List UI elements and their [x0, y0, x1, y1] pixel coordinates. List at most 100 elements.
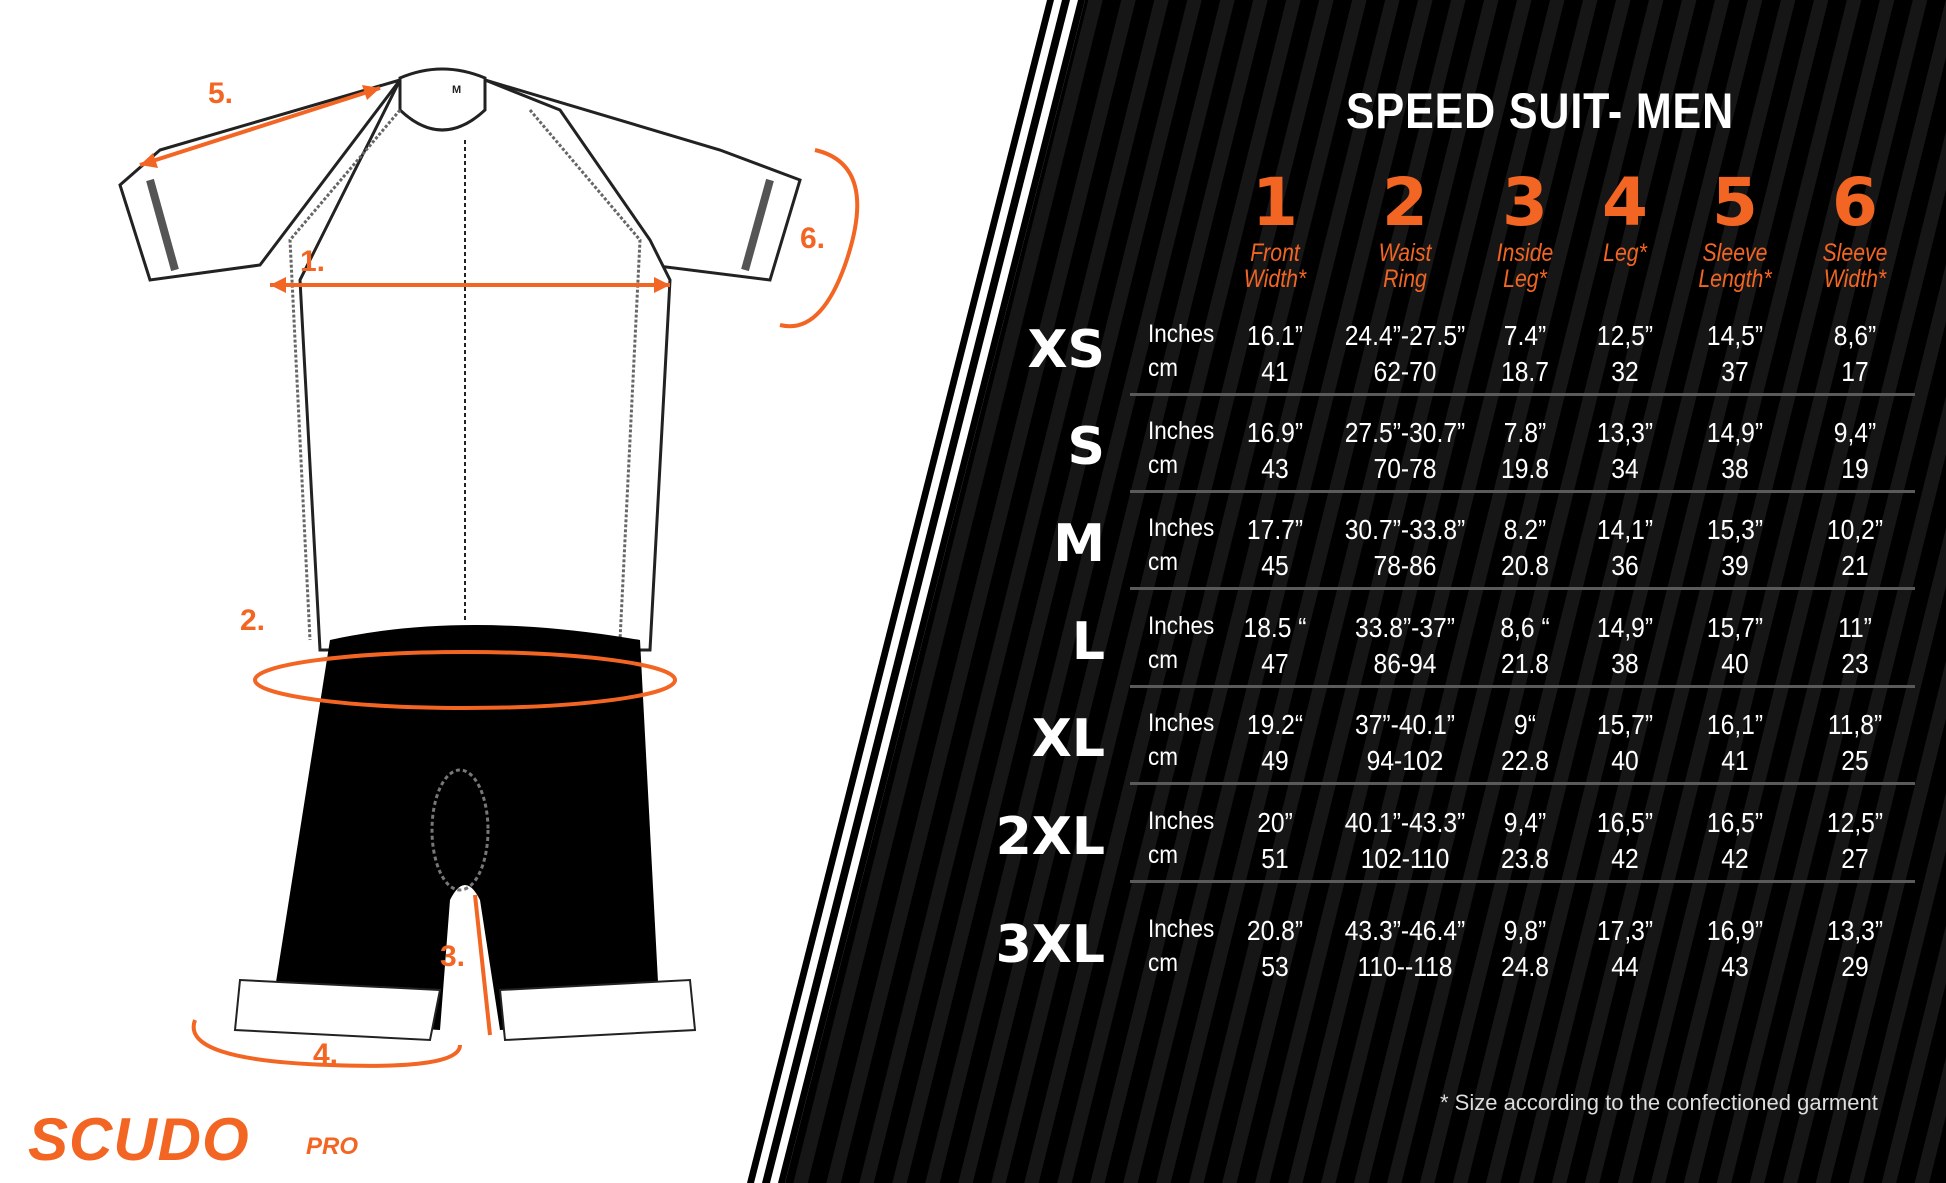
cell-cm: 19	[1841, 453, 1869, 484]
cell-cm: 45	[1261, 550, 1289, 581]
size-label: 2XL	[995, 807, 1105, 867]
unit-cm-label: cm	[1148, 548, 1178, 576]
cell-inches: 16,5”	[1706, 807, 1764, 838]
column-name-line2: Width*	[1243, 265, 1307, 293]
cell-inches: 13,3”	[1826, 915, 1884, 946]
cell-cm: 53	[1261, 951, 1289, 982]
cell-cm: 39	[1721, 550, 1749, 581]
unit-cm-label: cm	[1148, 451, 1178, 479]
column-name-line1: Waist	[1378, 239, 1432, 267]
column-name-line2: Leg*	[1503, 265, 1547, 293]
cell-cm: 43	[1261, 453, 1289, 484]
cell-inches: 14,5”	[1706, 320, 1764, 351]
cell-cm: 47	[1261, 648, 1289, 679]
cell-inches: 15,7”	[1596, 709, 1654, 740]
unit-inches-label: Inches	[1148, 514, 1215, 542]
column-number-3: 3	[1502, 164, 1548, 241]
cell-cm: 94-102	[1366, 745, 1444, 776]
cell-cm: 70-78	[1373, 453, 1437, 484]
cell-inches: 14,9”	[1706, 417, 1764, 448]
cell-cm: 40	[1721, 648, 1749, 679]
chart-title: SPEED SUIT- MEN	[1345, 83, 1735, 139]
cell-inches: 8,6 “	[1500, 612, 1550, 643]
size-label: XL	[1031, 709, 1105, 769]
row-separator	[1130, 587, 1915, 590]
cell-inches: 15,3”	[1706, 514, 1764, 545]
unit-cm-label: cm	[1148, 841, 1178, 869]
column-name-line2: Width*	[1823, 265, 1887, 293]
cell-cm: 102-110	[1360, 843, 1450, 874]
size-label: S	[1067, 417, 1105, 477]
row-separator	[1130, 490, 1915, 493]
unit-inches-label: Inches	[1148, 612, 1215, 640]
column-name-line2: Ring	[1383, 265, 1427, 293]
footnote: * Size according to the confectioned gar…	[1440, 1090, 1878, 1115]
cell-inches: 16,1”	[1706, 709, 1764, 740]
column-number-2: 2	[1382, 164, 1428, 241]
unit-cm-label: cm	[1148, 949, 1178, 977]
cell-inches: 16.1”	[1246, 320, 1304, 351]
suit-diagram-icon	[118, 67, 860, 1068]
cell-inches: 43.3”-46.4”	[1344, 915, 1466, 946]
cell-inches: 9“	[1514, 709, 1536, 740]
cell-inches: 12,5”	[1596, 320, 1654, 351]
column-number-1: 1	[1252, 164, 1298, 241]
cell-cm: 21.8	[1501, 648, 1549, 679]
cell-inches: 9,8”	[1503, 915, 1547, 946]
cell-cm: 40	[1611, 745, 1639, 776]
unit-inches-label: Inches	[1148, 807, 1215, 835]
unit-inches-label: Inches	[1148, 417, 1215, 445]
column-name-line1: Sleeve	[1822, 239, 1888, 267]
cell-cm: 24.8	[1501, 951, 1549, 982]
cell-inches: 20”	[1257, 807, 1293, 838]
cell-inches: 16,5”	[1596, 807, 1654, 838]
cell-inches: 9,4”	[1833, 417, 1877, 448]
measure-label-6: 6.	[800, 222, 826, 255]
cell-inches: 24.4”-27.5”	[1344, 320, 1466, 351]
cell-cm: 22.8	[1501, 745, 1549, 776]
cell-cm: 34	[1611, 453, 1639, 484]
measure-label-5: 5.	[208, 77, 234, 110]
size-label: L	[1071, 612, 1105, 672]
cell-cm: 51	[1261, 843, 1289, 874]
cell-cm: 42	[1611, 843, 1639, 874]
cell-inches: 14,1”	[1596, 514, 1654, 545]
cell-cm: 36	[1611, 550, 1639, 581]
column-number-5: 5	[1712, 164, 1758, 241]
cell-inches: 8.2”	[1503, 514, 1547, 545]
cell-inches: 14,9”	[1596, 612, 1654, 643]
measure-label-3: 3.	[440, 940, 466, 973]
cell-cm: 27	[1841, 843, 1869, 874]
cell-cm: 17	[1841, 356, 1869, 387]
cell-inches: 10,2”	[1826, 514, 1884, 545]
column-name-line2: Length*	[1698, 265, 1772, 293]
measure-label-1: 1.	[300, 245, 326, 278]
cell-cm: 41	[1721, 745, 1749, 776]
cell-inches: 12,5”	[1826, 807, 1884, 838]
cell-inches: 33.8”-37”	[1355, 612, 1455, 643]
cell-inches: 19.2“	[1246, 709, 1304, 740]
unit-cm-label: cm	[1148, 354, 1178, 382]
unit-inches-label: Inches	[1148, 915, 1215, 943]
cell-inches: 16,9”	[1706, 915, 1764, 946]
cell-cm: 38	[1721, 453, 1749, 484]
row-separator	[1130, 685, 1915, 688]
cell-cm: 42	[1721, 843, 1749, 874]
cell-inches: 11”	[1838, 612, 1872, 643]
unit-inches-label: Inches	[1148, 320, 1215, 348]
brand-logo-suffix: PRO	[306, 1133, 359, 1160]
cell-cm: 25	[1841, 745, 1869, 776]
unit-cm-label: cm	[1148, 743, 1178, 771]
cell-cm: 18.7	[1501, 356, 1549, 387]
measure-label-4: 4.	[313, 1038, 339, 1071]
cell-cm: 32	[1611, 356, 1639, 387]
cell-inches: 13,3”	[1596, 417, 1654, 448]
cell-cm: 62-70	[1373, 356, 1437, 387]
cell-inches: 15,7”	[1706, 612, 1764, 643]
cell-inches: 8,6”	[1833, 320, 1877, 351]
